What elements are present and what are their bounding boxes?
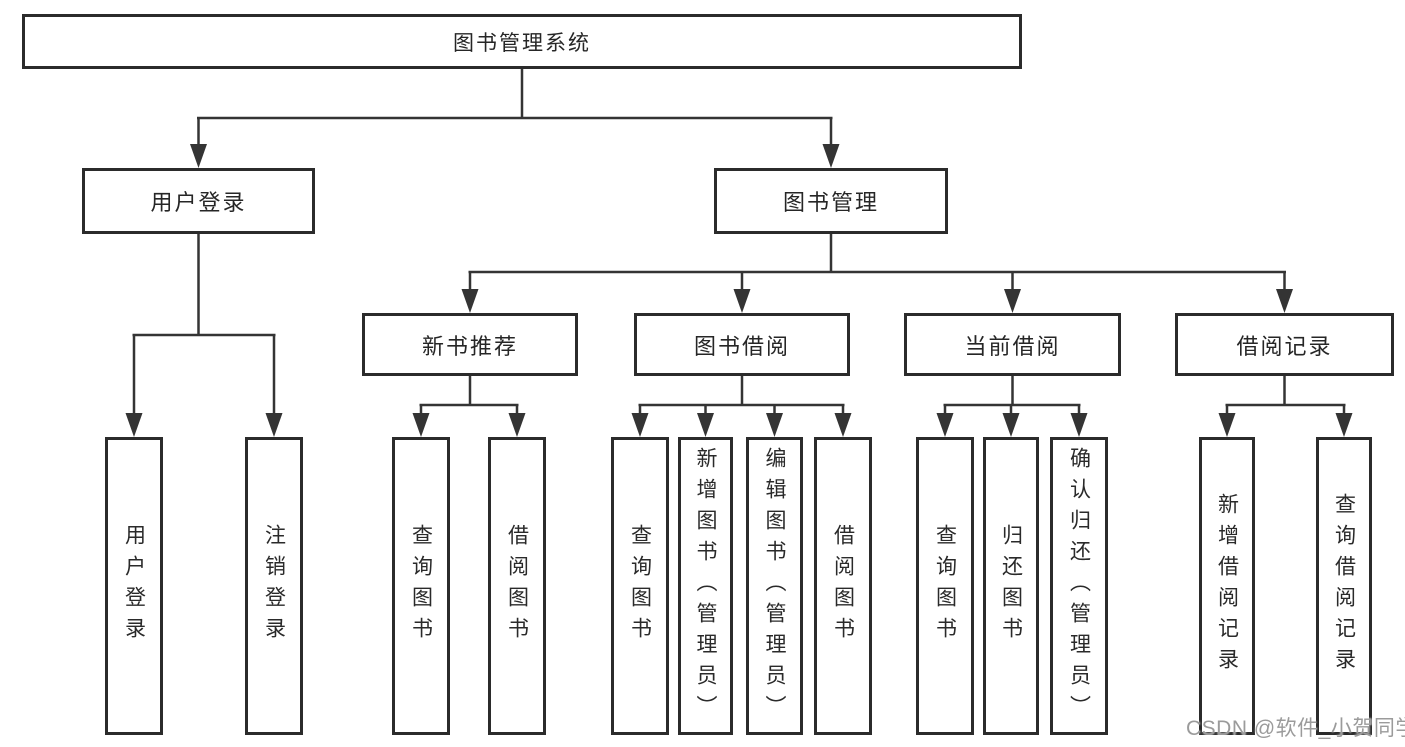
leaf-add-borrow-record-label: 新增借阅记录 — [1215, 493, 1239, 679]
connector-root-to-level2 — [190, 69, 840, 168]
leaf-logout-label: 注销登录 — [262, 524, 286, 648]
leaf-borrow-books-1: 借阅图书 — [488, 437, 546, 735]
leaf-logout: 注销登录 — [245, 437, 303, 735]
connector-userlogin-to-leaves — [125, 234, 283, 437]
leaf-user-login: 用户登录 — [105, 437, 163, 735]
leaf-return-books-label: 归还图书 — [999, 524, 1023, 648]
connector-bookmgmt-to-level3 — [461, 234, 1293, 313]
node-borrowing-records-label: 借阅记录 — [1236, 333, 1333, 359]
leaf-edit-books-admin-label: 编辑图书（管理员） — [763, 446, 786, 726]
node-root-label: 图书管理系统 — [453, 31, 591, 55]
leaf-query-books-1: 查询图书 — [392, 437, 450, 735]
connector-currentborrow-to-leaves — [936, 376, 1088, 437]
node-user-login: 用户登录 — [82, 168, 315, 234]
csdn-watermark: CSDN @软件_小贺同学 — [1186, 717, 1405, 740]
connector-records-to-leaves — [1218, 376, 1353, 437]
leaf-borrow-books-1-label: 借阅图书 — [505, 524, 529, 648]
node-book-borrowing-label: 图书借阅 — [693, 333, 790, 359]
node-current-borrowing: 当前借阅 — [904, 313, 1121, 376]
node-new-book-recommend-label: 新书推荐 — [421, 333, 518, 359]
leaf-add-books-admin-label: 新增图书（管理员） — [694, 446, 717, 726]
node-current-borrowing-label: 当前借阅 — [964, 333, 1061, 359]
node-book-management-label: 图书管理 — [782, 190, 879, 215]
leaf-add-books-admin: 新增图书（管理员） — [678, 437, 733, 735]
leaf-return-books: 归还图书 — [983, 437, 1039, 735]
leaf-add-borrow-record: 新增借阅记录 — [1199, 437, 1255, 735]
leaf-query-borrow-record: 查询借阅记录 — [1316, 437, 1372, 735]
node-root: 图书管理系统 — [22, 14, 1022, 69]
node-borrowing-records: 借阅记录 — [1175, 313, 1394, 376]
node-book-management: 图书管理 — [714, 168, 948, 234]
leaf-query-books-3: 查询图书 — [916, 437, 974, 735]
node-book-borrowing: 图书借阅 — [634, 313, 850, 376]
leaf-confirm-return-admin: 确认归还（管理员） — [1050, 437, 1108, 735]
connector-newbook-to-leaves — [412, 376, 526, 437]
leaf-borrow-books-2: 借阅图书 — [814, 437, 872, 735]
node-new-book-recommend: 新书推荐 — [362, 313, 578, 376]
leaf-query-books-2-label: 查询图书 — [628, 524, 652, 648]
leaf-query-books-1-label: 查询图书 — [409, 524, 433, 648]
leaf-query-books-3-label: 查询图书 — [933, 524, 957, 648]
leaf-query-borrow-record-label: 查询借阅记录 — [1332, 493, 1356, 679]
connector-bookborrow-to-leaves — [631, 376, 852, 437]
node-user-login-label: 用户登录 — [150, 190, 247, 215]
leaf-query-books-2: 查询图书 — [611, 437, 669, 735]
leaf-edit-books-admin: 编辑图书（管理员） — [746, 437, 803, 735]
leaf-borrow-books-2-label: 借阅图书 — [831, 524, 855, 648]
leaf-user-login-label: 用户登录 — [122, 524, 146, 648]
leaf-confirm-return-admin-label: 确认归还（管理员） — [1067, 446, 1091, 726]
